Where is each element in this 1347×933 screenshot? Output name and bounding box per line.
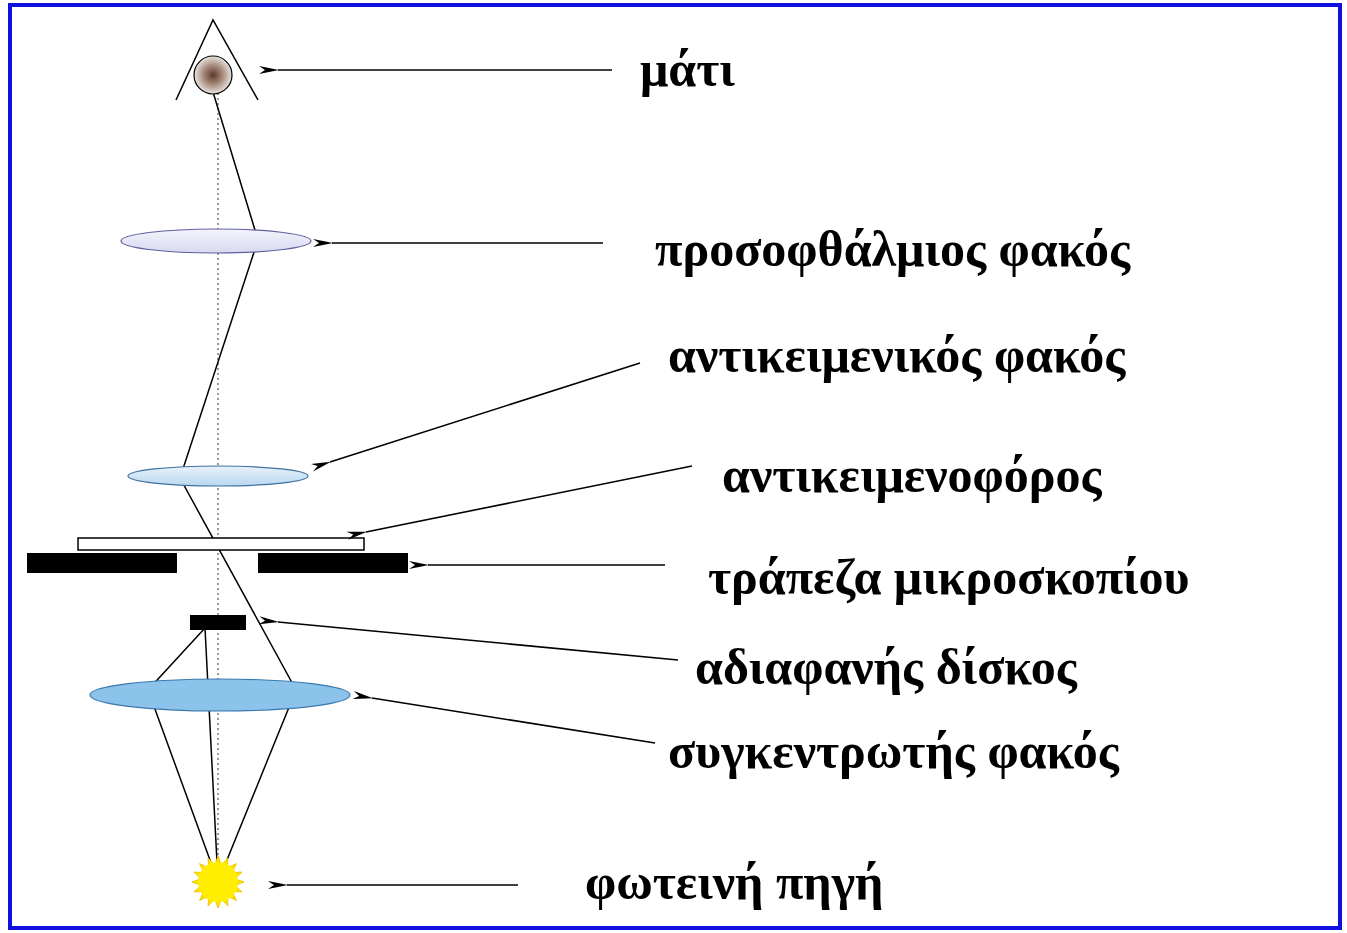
eyepiece-lens <box>121 229 311 253</box>
light-ray <box>148 628 218 882</box>
light-source-rays <box>192 856 244 908</box>
eye-outline <box>176 20 258 100</box>
stage-right <box>258 553 408 573</box>
frame-border <box>10 5 1340 928</box>
microscope-slide <box>78 538 364 550</box>
leader-arrow <box>332 242 603 244</box>
opaque-disk <box>190 615 246 630</box>
leader-arrow <box>287 884 518 886</box>
leader-arrow <box>366 466 692 532</box>
part-label: μάτι <box>640 41 735 99</box>
leader-arrow <box>372 698 655 743</box>
leader-arrow <box>330 363 640 462</box>
light-source-core <box>198 862 238 902</box>
leader-arrow <box>428 564 665 566</box>
part-label: αδιαφανής δίσκος <box>695 639 1077 697</box>
light-ray <box>180 92 296 882</box>
part-label: αντικειμενοφόρος <box>722 447 1102 505</box>
part-label: τράπεζα μικροσκοπίου <box>708 549 1190 607</box>
part-label: συγκεντρωτής φακός <box>668 723 1119 781</box>
objective-lens <box>128 466 308 486</box>
eye-pupil <box>194 56 232 94</box>
part-label: φωτεινή πηγή <box>585 854 883 912</box>
light-ray <box>205 628 218 882</box>
condenser-lens <box>90 679 350 711</box>
stage-left <box>27 553 177 573</box>
leader-arrow <box>278 69 612 71</box>
part-label: αντικειμενικός φακός <box>668 327 1125 385</box>
leader-arrows <box>278 70 692 885</box>
part-label: προσοφθάλμιος φακός <box>655 221 1130 279</box>
leader-arrow <box>278 622 678 660</box>
light-source <box>192 856 244 908</box>
